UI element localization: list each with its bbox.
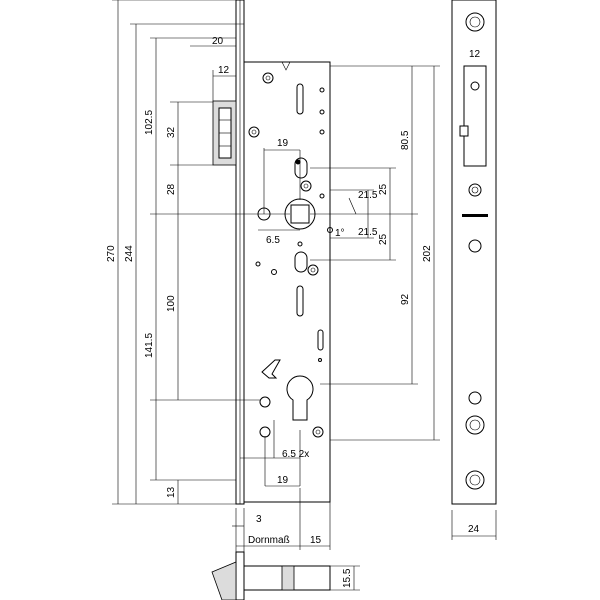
faceplate-side bbox=[451, 0, 497, 505]
dim-12-side: 12 bbox=[469, 49, 481, 60]
dim-15-5: 15.5 bbox=[342, 568, 353, 588]
dim-141-5: 141.5 bbox=[144, 333, 155, 358]
bottom-view bbox=[211, 551, 360, 600]
dim-19-top: 19 bbox=[277, 138, 289, 149]
dim-80-5: 80.5 bbox=[400, 130, 411, 150]
dim-202: 202 bbox=[422, 245, 433, 262]
dim-12-top: 12 bbox=[218, 65, 230, 76]
dim-1deg: 1° bbox=[335, 228, 345, 239]
dim-28: 28 bbox=[166, 183, 177, 195]
dim-13: 13 bbox=[166, 486, 177, 498]
dimension-labels: 20 12 102.5 32 28 270 244 100 141.5 13 1… bbox=[106, 36, 481, 588]
faceplate-front bbox=[235, 0, 245, 505]
dim-32: 32 bbox=[166, 126, 177, 138]
dim-6-5: 6.5 bbox=[266, 235, 280, 246]
dim-3: 3 bbox=[256, 514, 262, 525]
dim-19-bottom: 19 bbox=[277, 475, 289, 486]
dim-21-5-a: 21.5 bbox=[358, 190, 378, 201]
dim-dornmass: Dornmaß bbox=[248, 535, 290, 546]
dim-100: 100 bbox=[166, 295, 177, 312]
dim-15: 15 bbox=[310, 535, 322, 546]
dim-102-5: 102.5 bbox=[144, 110, 155, 135]
dim-6-5-2x: 6.5 2x bbox=[282, 449, 309, 460]
dim-21-5-b: 21.5 bbox=[358, 227, 378, 238]
latch-bolt bbox=[212, 100, 237, 166]
dim-92: 92 bbox=[400, 293, 411, 305]
dim-20: 20 bbox=[212, 36, 224, 47]
dim-25-a: 25 bbox=[378, 183, 389, 195]
dim-24: 24 bbox=[468, 524, 480, 535]
dim-244: 244 bbox=[124, 245, 135, 262]
dim-270: 270 bbox=[106, 245, 117, 262]
dimension-lines bbox=[112, 0, 497, 600]
dim-25-b: 25 bbox=[378, 233, 389, 245]
